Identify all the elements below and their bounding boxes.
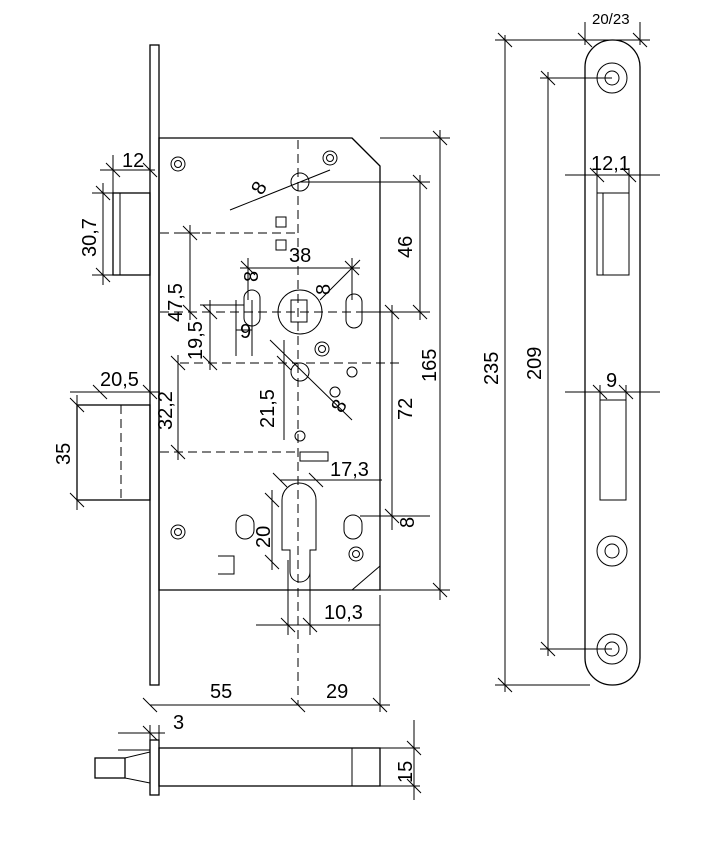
dim-hole-8-top: 8 [247,178,272,199]
lock-case [158,137,381,591]
lock-front-view [76,44,400,705]
dim-screw-spacing: 209 [524,347,546,380]
dim-offset-19-5: 19,5 [185,321,207,360]
screw-bottom-right [348,546,364,562]
faceplate-side [149,44,160,686]
dim-faceplate-length: 235 [481,352,503,385]
screw-top-left [170,156,186,172]
dimension-lines [69,130,450,713]
dim-pin-9: 9 [240,321,251,343]
strike-plate-view [495,22,660,693]
dim-cam-width: 38 [289,245,311,267]
dim-front-width: 12 [122,150,144,172]
dim-hole-8-left: 8 [241,271,263,282]
dim-hole-8-mid: 8 [327,396,352,417]
latch-opening [596,192,630,276]
dim-cylinder-height: 20 [253,526,275,548]
strike-plate [584,39,641,686]
dim-faceplate-thickness: 3 [173,712,184,734]
dim-case-thickness: 15 [395,761,417,783]
dim-deadbolt-offset: 32,2 [155,391,177,430]
dim-case-height: 165 [419,349,441,382]
dim-case-depth: 29 [326,681,348,703]
dim-hole-8-bottom: 8 [397,517,419,528]
screw-mid [314,341,330,357]
screw-top-right [322,150,338,166]
handle-follower [277,289,323,335]
dim-bolt-opening-width: 9 [606,370,617,392]
handle-square [290,299,308,323]
dimension-labels: 12 30,7 38 47,5 46 9 19,5 8 8 8 8 20,5 3… [53,11,630,783]
dim-cylinder-width: 17,3 [330,459,369,481]
lock-side-view [94,720,422,800]
latch-bolt [112,192,151,276]
screw-bottom-left [170,524,186,540]
dim-handle-to-top: 47,5 [165,283,187,322]
strike-screw-middle [596,535,628,567]
dim-cylinder-slot: 10,3 [324,602,363,624]
dim-hole-8-right: 8 [313,284,335,295]
dim-latch-opening-width: 12,1 [591,153,630,175]
cam-hole [290,362,310,382]
dim-backset: 55 [210,681,232,703]
dim-latch-height: 30,7 [79,218,101,257]
deadbolt [76,404,151,501]
dim-cam-spacing: 21,5 [257,389,279,428]
dim-handle-cam-offset: 46 [395,236,417,258]
dim-deadbolt-throw: 20,5 [100,369,139,391]
dim-deadbolt-height: 35 [53,443,75,465]
cylinder-cutout [281,482,317,583]
dim-faceplate-width: 20/23 [592,11,630,28]
dim-handle-to-cylinder: 72 [395,398,417,420]
bolt-opening [599,399,627,501]
